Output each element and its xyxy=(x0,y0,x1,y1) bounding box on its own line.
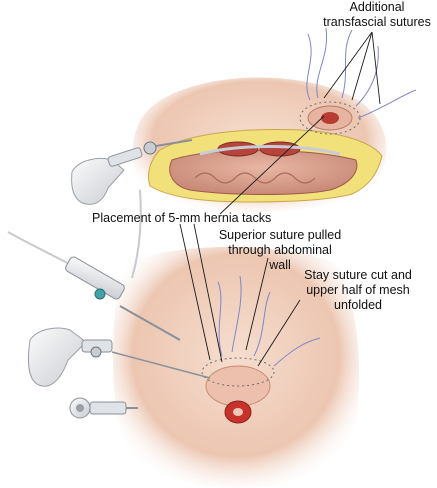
bowel-loops xyxy=(194,172,316,184)
leader-tacks-down-2 xyxy=(193,223,223,363)
top-suture-threads xyxy=(306,27,417,119)
lower-suture-threads xyxy=(217,275,321,367)
peritoneal-cavity xyxy=(169,149,358,195)
laparoscope-trocar xyxy=(7,189,181,341)
mesh-layer xyxy=(199,145,341,156)
lower-tack-applicator xyxy=(28,327,211,387)
leader-tacks-down-1 xyxy=(179,223,211,361)
lower-tack-ring xyxy=(201,357,275,387)
cross-section-view xyxy=(71,27,417,212)
leader-lines xyxy=(179,31,381,367)
label-additional-sutures: Additional transfascial sutures xyxy=(323,0,431,29)
leader-sutures-1 xyxy=(323,31,373,99)
leader-tacks-up xyxy=(219,115,325,215)
lower-port xyxy=(69,397,138,419)
abdomen-external-view xyxy=(7,189,360,488)
top-tack-ring xyxy=(299,101,361,135)
leader-sutures-2 xyxy=(351,31,373,101)
top-tack-applicator xyxy=(71,139,193,205)
leader-stay xyxy=(257,299,301,367)
label-hernia-tacks: Placement of 5-mm hernia tacks xyxy=(92,211,272,225)
label-stay-suture: Stay suture cut and upper half of mesh u… xyxy=(304,268,412,312)
top-hernia-defect xyxy=(321,112,339,124)
leader-superior xyxy=(245,257,269,351)
label-superior-suture: Superior suture pulled through abdominal… xyxy=(218,228,342,272)
umbilicus-center xyxy=(233,408,243,416)
leader-sutures-3 xyxy=(371,31,381,105)
